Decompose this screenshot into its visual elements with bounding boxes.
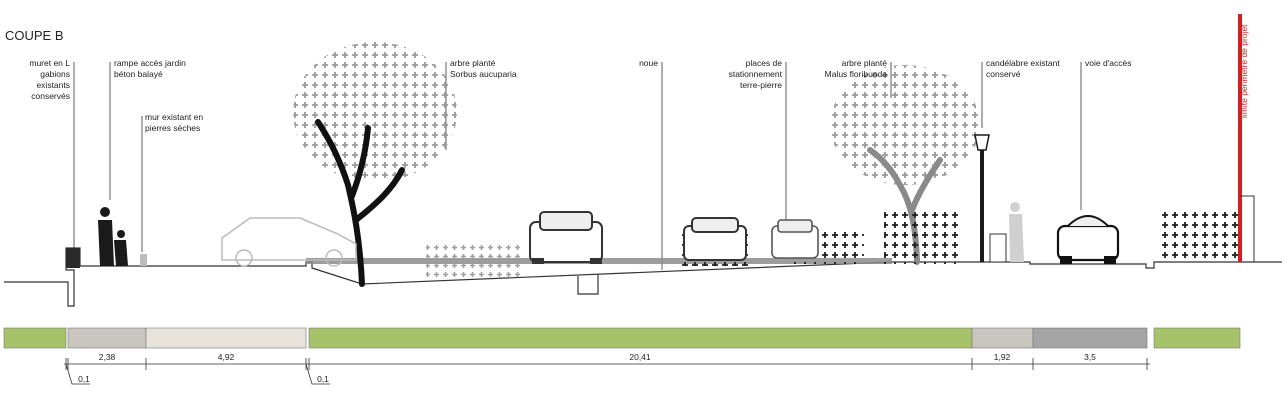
section-title: COUPE B bbox=[5, 28, 64, 43]
label-places: places de stationnement terre-pierre bbox=[728, 58, 782, 90]
dim-20-41: 20,41 bbox=[629, 352, 651, 362]
dim-0-1-mid: 0,1 bbox=[317, 374, 329, 384]
dimension-line bbox=[64, 358, 1150, 385]
pedestrians-left bbox=[98, 207, 128, 266]
dry-stone-wall bbox=[140, 254, 147, 266]
dim-3-5: 3,5 bbox=[1084, 352, 1096, 362]
label-candelabre: candélabre existant conservé bbox=[986, 58, 1060, 79]
shrub-noue bbox=[426, 242, 520, 278]
street-lamp bbox=[974, 134, 990, 262]
label-limite: limite périmètre de projet bbox=[1239, 24, 1249, 118]
label-mur: mur existant en pierres sèches bbox=[145, 112, 204, 133]
shrub-tree-base bbox=[884, 208, 958, 264]
label-arbre-sorbus: arbre planté Sorbus aucuparia bbox=[450, 58, 517, 79]
car-front-2 bbox=[683, 217, 747, 261]
label-voie: voie d'accès bbox=[1085, 58, 1132, 68]
tree-sorbus bbox=[293, 42, 457, 287]
label-rampe: rampe accès jardin béton balayé bbox=[114, 58, 186, 79]
dim-0-1-left: 0,1 bbox=[78, 374, 90, 384]
car-side-ghost bbox=[221, 217, 357, 267]
label-noue: noue bbox=[639, 58, 658, 68]
pedestrian-right bbox=[1009, 202, 1024, 262]
label-muret: muret en L gabions existants conservés bbox=[29, 58, 70, 101]
leader-lines bbox=[73, 62, 1082, 270]
car-front-3 bbox=[771, 219, 819, 259]
label-arbre-malus: arbre planté Malus floribunda bbox=[824, 58, 887, 79]
tree-malus bbox=[830, 65, 980, 265]
dim-2-38: 2,38 bbox=[98, 352, 116, 362]
car-front-1 bbox=[529, 211, 603, 264]
limit-fence bbox=[1240, 195, 1255, 262]
dim-4-92: 4,92 bbox=[217, 352, 235, 362]
street-furniture bbox=[989, 233, 1007, 263]
shrub-right bbox=[1158, 210, 1240, 260]
gabion-wall bbox=[66, 248, 80, 268]
car-front-access bbox=[1056, 215, 1120, 264]
material-band bbox=[3, 327, 1241, 349]
dim-1-92: 1,92 bbox=[993, 352, 1011, 362]
